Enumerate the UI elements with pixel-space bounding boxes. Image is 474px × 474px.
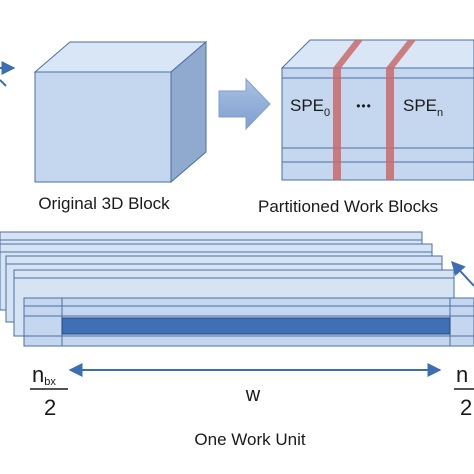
stack-plane-front [23, 297, 474, 347]
original-block-caption: Original 3D Block [38, 194, 170, 213]
left-fraction-denominator: 2 [44, 395, 56, 420]
original-3d-block [33, 40, 208, 184]
width-label: w [245, 384, 261, 406]
partitioned-front-face [281, 67, 474, 181]
work-unit-stack [0, 231, 474, 347]
spe-last-label: SPEn [403, 96, 443, 119]
spe-first-label: SPE0 [290, 96, 330, 119]
left-fraction-numerator: nbx [32, 362, 56, 388]
partitioned-blocks-caption: Partitioned Work Blocks [258, 197, 438, 216]
block-front-face [34, 71, 172, 183]
work-unit-caption: One Work Unit [194, 430, 305, 449]
transform-arrow-icon [218, 77, 271, 131]
work-unit-bar [61, 317, 451, 335]
left-halo-fraction: nbx 2 [30, 362, 68, 420]
left-edge-arrow [0, 61, 16, 87]
partitioned-top-face [280, 39, 474, 69]
right-halo-fraction: n 2 [454, 362, 474, 420]
partition-bar-top-2 [386, 40, 416, 68]
stack-direction-arrow [451, 260, 474, 287]
partition-bar-top-1 [333, 40, 363, 68]
spe-ellipsis: ••• [356, 99, 372, 113]
right-fraction-denominator: 2 [460, 395, 472, 420]
right-fraction-numerator: n [456, 362, 468, 387]
partition-bar-2 [386, 68, 394, 180]
partitioned-block [280, 39, 474, 181]
partition-bar-1 [333, 68, 341, 180]
